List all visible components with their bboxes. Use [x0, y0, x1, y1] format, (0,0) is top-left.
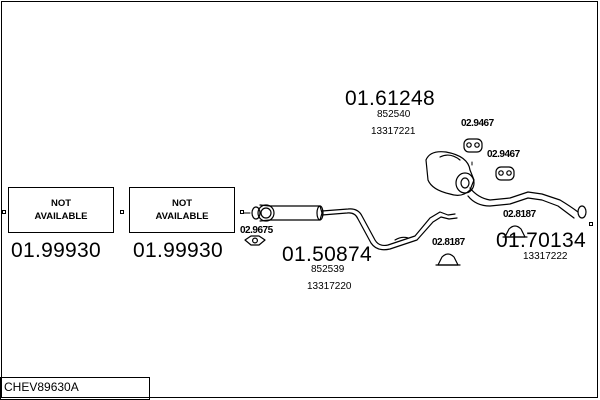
not-available-line1: NOT	[50, 198, 72, 209]
connector-left-2	[120, 210, 124, 214]
part-ref: 852540	[377, 109, 411, 120]
centre-silencer	[259, 204, 324, 222]
connector-right-2	[240, 210, 244, 214]
part-number: 01.50874	[282, 243, 372, 266]
hardware-number: 02.8187	[432, 237, 465, 248]
intermediate-pipe	[321, 208, 458, 251]
part-ref: 13317221	[371, 126, 416, 137]
hanger-02-9467-b	[495, 166, 515, 181]
hardware-number: 02.9467	[487, 149, 520, 160]
not-available-line2: AVAILABLE	[155, 211, 209, 222]
diagram-code: CHEV89630A	[4, 380, 79, 394]
clamp-02-8187-b	[502, 225, 528, 238]
connector-left-1	[2, 210, 6, 214]
part-ref: 852539	[311, 264, 345, 275]
hardware-number: 02.9675	[240, 225, 273, 236]
part-ref: 13317222	[523, 251, 568, 262]
hardware-number: 02.8187	[503, 209, 536, 220]
part-number: 01.99930	[11, 239, 101, 262]
hardware-number: 02.9467	[461, 118, 494, 129]
not-available-line1: NOT	[171, 198, 193, 209]
not-available-box-2: NOT AVAILABLE	[129, 187, 235, 233]
connector-tail	[589, 222, 593, 226]
tail-pipe	[467, 187, 587, 219]
part-ref: 13317220	[307, 281, 352, 292]
clamp-02-8187-a	[435, 253, 461, 266]
diagram-code-box: CHEV89630A	[0, 377, 150, 400]
hanger-02-9467-a	[463, 138, 483, 153]
part-number: 01.70134	[496, 229, 586, 252]
gasket-02-9675	[244, 235, 266, 246]
not-available-line2: AVAILABLE	[34, 211, 88, 222]
part-number: 01.99930	[133, 239, 223, 262]
front-flange	[251, 204, 275, 222]
rear-silencer	[425, 151, 475, 196]
part-number: 01.61248	[345, 87, 435, 110]
not-available-box-1: NOT AVAILABLE	[8, 187, 114, 233]
